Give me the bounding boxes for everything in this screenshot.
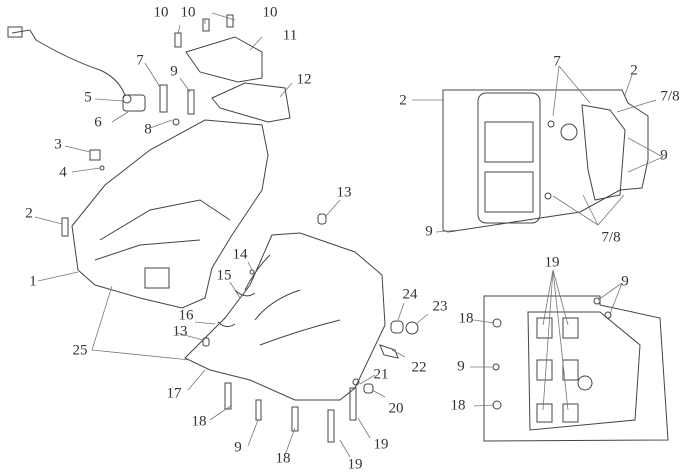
upper-callout-7-8a: 7/8: [660, 88, 680, 105]
callout-7: 7: [136, 52, 144, 69]
callout-18b: 18: [275, 450, 291, 467]
upper-callout-2a: 2: [399, 92, 407, 109]
callout-8: 8: [144, 121, 152, 138]
callout-11: 11: [282, 27, 298, 44]
lower-view-drawing: [483, 295, 669, 442]
callout-17: 17: [166, 385, 182, 402]
callout-2: 2: [25, 205, 33, 222]
callout-12: 12: [296, 71, 312, 88]
bolts-10: [174, 14, 234, 48]
lower-crankcase-part: [184, 232, 386, 401]
upper-callout-7-8b: 7/8: [601, 229, 621, 246]
callout-5: 5: [84, 89, 92, 106]
leader-lines: [34, 12, 664, 458]
callout-23: 23: [432, 298, 448, 315]
callout-21: 21: [373, 366, 389, 383]
callout-10c: 10: [262, 4, 278, 21]
callout-3: 3: [54, 136, 62, 153]
callout-25: 25: [72, 342, 88, 359]
callout-6: 6: [94, 114, 102, 131]
crank-sensor-part: [7, 26, 146, 112]
callout-20: 20: [388, 400, 404, 417]
callout-18a: 18: [191, 413, 207, 430]
upper-callout-2b: 2: [630, 62, 638, 79]
callout-1: 1: [29, 273, 37, 290]
upper-callout-7: 7: [553, 53, 561, 70]
callout-10a: 10: [153, 4, 169, 21]
upper-crankcase-part: [71, 119, 269, 309]
callout-4: 4: [59, 164, 67, 181]
callout-22: 22: [411, 359, 427, 376]
callout-9b: 9: [234, 439, 242, 456]
lower-callout-18a: 18: [458, 310, 474, 327]
callout-13a: 13: [336, 184, 352, 201]
callout-13b: 13: [172, 323, 188, 340]
upper-callout-9a: 9: [660, 147, 668, 164]
lower-callout-9a: 9: [621, 273, 629, 290]
callout-10b: 10: [180, 4, 196, 21]
callout-15: 15: [216, 267, 232, 284]
callout-16: 16: [178, 307, 194, 324]
callout-24: 24: [402, 286, 418, 303]
upper-callout-9b: 9: [425, 223, 433, 240]
lower-callout-9b: 9: [457, 358, 465, 375]
cover-part: [185, 36, 263, 83]
callout-14: 14: [232, 246, 248, 263]
upper-view-drawing: [442, 89, 649, 233]
callout-19a: 19: [373, 436, 389, 453]
lower-callout-19: 19: [544, 254, 560, 271]
gasket-part: [211, 82, 291, 123]
callout-19b: 19: [347, 456, 363, 473]
callout-9: 9: [170, 63, 178, 80]
lower-callout-18b: 18: [450, 397, 466, 414]
